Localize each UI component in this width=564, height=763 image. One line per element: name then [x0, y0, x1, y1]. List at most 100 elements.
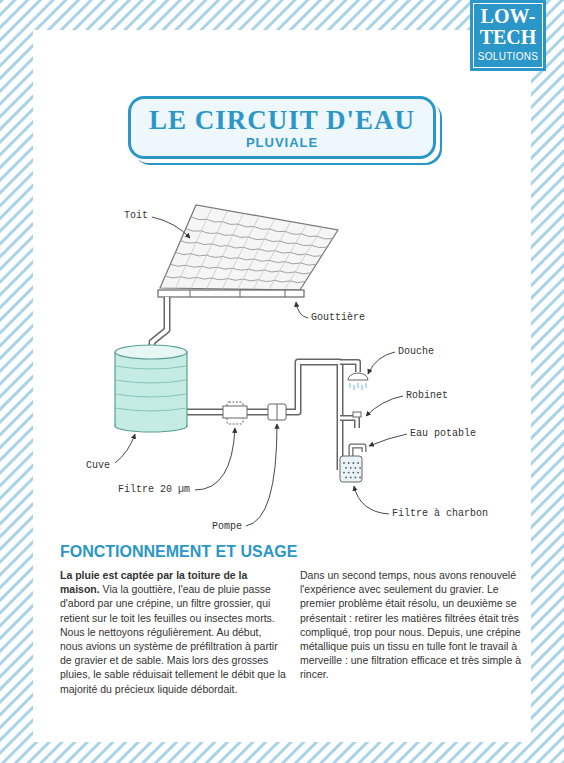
carbon-grain — [343, 472, 345, 474]
gutter-hook — [285, 290, 286, 297]
tank-band — [115, 408, 187, 411]
roof-tile-row — [165, 276, 305, 283]
tank-band — [115, 394, 187, 397]
tank — [115, 345, 187, 432]
leader-line — [366, 396, 403, 416]
leader-line — [115, 434, 135, 463]
node-heading: LOW-TECH — [475, 6, 541, 48]
water-pipe — [185, 362, 340, 470]
roof-tile-seam — [253, 222, 290, 290]
part-label: Eau potable — [410, 428, 476, 440]
part-label: Toit — [124, 210, 148, 222]
tank-band — [115, 366, 187, 369]
tank-bands — [115, 366, 187, 411]
gutter-hook — [240, 290, 241, 297]
roof-tile-seam — [269, 224, 307, 289]
water-pipe — [185, 362, 340, 470]
carbon-grain — [355, 477, 357, 479]
roof-tile-seam — [191, 211, 227, 289]
carbon-grain — [345, 467, 347, 469]
text-column: La pluie est captée par la toiture de la… — [60, 568, 286, 696]
downpipe — [152, 297, 167, 352]
water-drop — [350, 383, 351, 388]
tank-body — [115, 352, 187, 426]
part-label: Cuve — [86, 460, 110, 472]
carbon-grain — [350, 477, 352, 479]
text-column: Dans un second temps, nous avons renouve… — [300, 568, 522, 682]
water-drop — [366, 383, 367, 388]
carbon-filter — [340, 456, 362, 482]
part-label: Pompe — [212, 521, 242, 533]
carbon-grain — [343, 462, 345, 464]
drinking-tap — [351, 446, 364, 456]
water-drop — [362, 385, 363, 390]
tap-arm — [340, 418, 357, 428]
carbon-grains — [343, 462, 361, 478]
downpipe — [152, 297, 167, 352]
pump-joint — [277, 404, 278, 420]
pump — [268, 404, 286, 420]
part-label: Douche — [398, 346, 434, 358]
carbon-grain — [348, 472, 350, 474]
node-subheading: PLUVIALE — [149, 135, 415, 150]
roof-tile-seam — [238, 219, 275, 289]
carbon-filter-body — [340, 456, 362, 482]
part-label: Gouttière — [311, 312, 365, 324]
body-text: Dans un second temps, nous avons renouve… — [300, 569, 521, 680]
drinking-tap — [351, 446, 364, 456]
carbon-grain — [353, 472, 355, 474]
roof-tile-seam — [176, 208, 212, 288]
leader-line — [369, 434, 407, 446]
carbon-grain — [350, 467, 352, 469]
tank-band — [115, 380, 187, 383]
water-drops — [350, 383, 366, 390]
part-label: Filtre 20 µm — [118, 484, 190, 496]
shower-arm — [340, 362, 358, 372]
tap-arm — [340, 418, 357, 428]
shower-head — [348, 373, 368, 380]
title-banner: LE CIRCUIT D'EAUPLUVIALE — [128, 96, 436, 159]
part-label: Robinet — [406, 390, 448, 402]
carbon-grain — [359, 477, 361, 479]
gutter-channel — [158, 290, 304, 297]
roof-outline — [160, 205, 338, 290]
roof — [160, 205, 338, 290]
roof-tile-seam — [284, 227, 322, 290]
page-panel — [33, 30, 531, 742]
filter-connector — [223, 406, 247, 418]
node-subheading: SOLUTIONS — [475, 50, 541, 63]
carbon-grain — [359, 467, 361, 469]
tap-handle — [353, 412, 361, 417]
corner-tag: LOW-TECH SOLUTIONS — [470, 0, 546, 71]
carbon-grain — [357, 472, 359, 474]
leader-line — [195, 428, 235, 490]
gutter-hook — [190, 290, 191, 297]
leader-line — [296, 302, 308, 318]
roof-tile-row — [181, 241, 322, 257]
leader-line — [246, 424, 277, 526]
sediment-filter — [223, 402, 247, 424]
tank-fill — [116, 400, 186, 426]
tap — [353, 412, 361, 417]
carbon-grain — [357, 462, 359, 464]
roof-tile-row — [170, 264, 311, 274]
leader-line — [354, 486, 389, 514]
shower — [348, 373, 368, 390]
water-drop — [358, 383, 359, 388]
part-label: Filtre à charbon — [392, 508, 488, 520]
roof-tile-row — [191, 217, 333, 239]
carbon-grain — [353, 462, 355, 464]
node-heading: LE CIRCUIT D'EAU — [149, 105, 415, 135]
carbon-grain — [345, 477, 347, 479]
body-text: Via la gouttière, l'eau de pluie passe d… — [60, 583, 286, 694]
roof-tile-seam — [207, 213, 244, 288]
roof-tile-seam — [222, 216, 259, 289]
roof-tile-row — [175, 252, 316, 265]
tank-top — [115, 345, 187, 359]
carbon-grain — [348, 462, 350, 464]
water-drop — [354, 385, 355, 390]
gutter — [158, 290, 304, 297]
